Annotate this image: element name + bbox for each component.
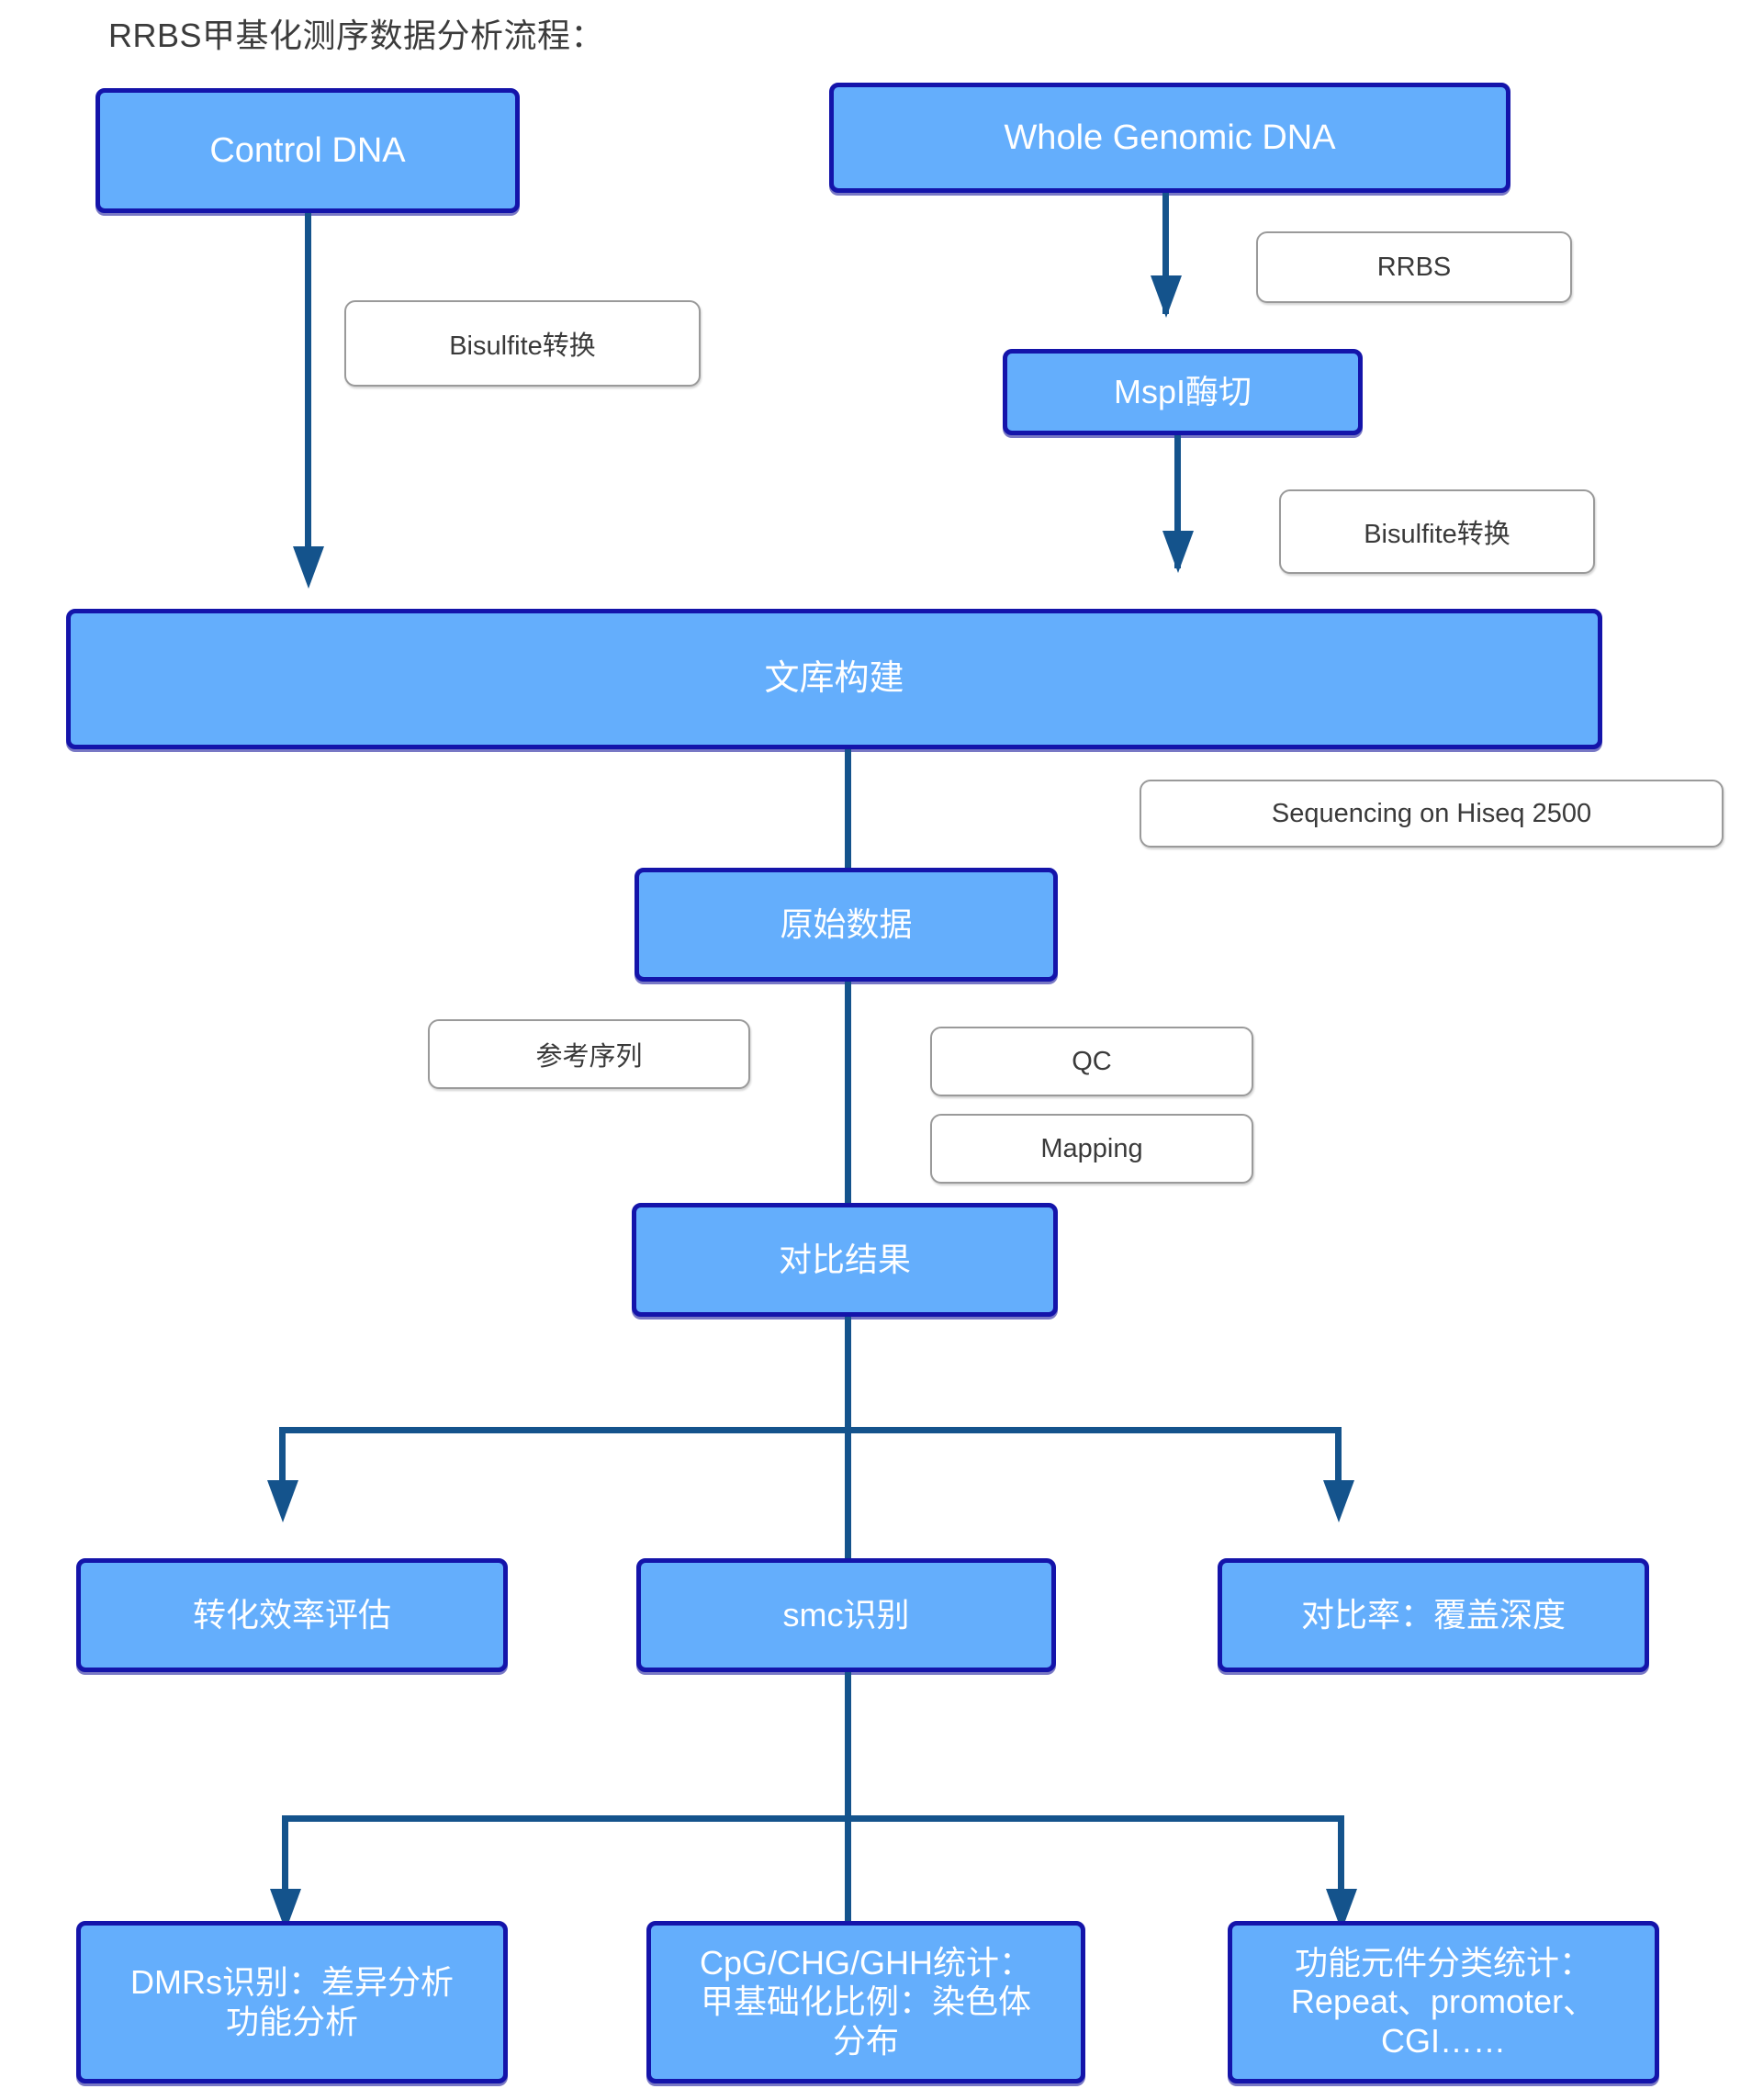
arrowhead-mspi-to-library <box>1162 531 1194 573</box>
node-dmrs-identification[interactable]: DMRs识别：差异分析 功能分析 <box>76 1921 508 2083</box>
node-mapping-result[interactable]: 对比结果 <box>632 1203 1058 1317</box>
annotation-mapping: Mapping <box>930 1114 1253 1184</box>
annotation-reference-sequence: 参考序列 <box>428 1019 750 1089</box>
connector-mapresult-stem <box>845 1317 851 1580</box>
connector-genomic-to-mspi <box>1162 193 1169 314</box>
arrowhead-branch1-left <box>267 1480 298 1522</box>
annotation-sequencing: Sequencing on Hiseq 2500 <box>1140 780 1724 848</box>
page-title: RRBS甲基化测序数据分析流程： <box>108 17 605 54</box>
connector-smc-stem <box>845 1672 851 1937</box>
node-mspi[interactable]: MspI酶切 <box>1003 349 1363 435</box>
connector-library-to-rawdata <box>845 749 851 870</box>
connector-mspi-to-library <box>1174 435 1181 568</box>
arrowhead-control-to-library <box>293 546 324 589</box>
connector-branch2-left <box>282 1815 288 1898</box>
connector-control-to-library <box>305 213 311 557</box>
connector-branch1-right <box>1335 1427 1342 1488</box>
node-raw-data[interactable]: 原始数据 <box>634 868 1058 982</box>
node-whole-genomic-dna[interactable]: Whole Genomic DNA <box>829 83 1510 193</box>
arrowhead-genomic-to-mspi <box>1151 275 1182 318</box>
connector-branch1-left <box>279 1427 286 1488</box>
connector-branch2-right <box>1338 1815 1344 1898</box>
node-control-dna[interactable]: Control DNA <box>95 88 520 213</box>
node-smc-identification[interactable]: smc识别 <box>636 1558 1056 1672</box>
node-cpg-statistics[interactable]: CpG/CHG/GHH统计： 甲基础化比例：染色体 分布 <box>646 1921 1085 2083</box>
annotation-qc: QC <box>930 1027 1253 1096</box>
node-library-construction[interactable]: 文库构建 <box>66 609 1602 749</box>
node-functional-elements[interactable]: 功能元件分类统计： Repeat、promoter、 CGI…… <box>1228 1921 1659 2083</box>
arrowhead-branch1-right <box>1323 1480 1354 1522</box>
connector-branch1-bus <box>279 1427 1342 1433</box>
annotation-rrbs: RRBS <box>1256 231 1572 303</box>
annotation-bisulfite-right: Bisulfite转换 <box>1279 489 1595 574</box>
connector-branch2-bus <box>282 1815 1344 1822</box>
node-mapping-rate[interactable]: 对比率：覆盖深度 <box>1218 1558 1649 1672</box>
annotation-bisulfite-left: Bisulfite转换 <box>344 300 701 387</box>
connector-rawdata-to-mapresult <box>845 982 851 1222</box>
node-conversion-efficiency[interactable]: 转化效率评估 <box>76 1558 508 1672</box>
